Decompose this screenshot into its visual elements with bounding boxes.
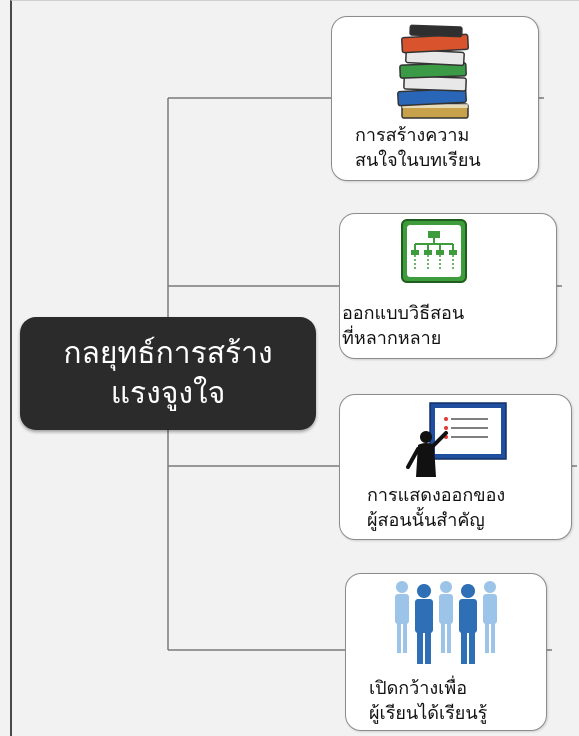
branch-4-line-1: เปิดกว้างเพื่อ	[369, 678, 467, 699]
branch-4-line-2: ผู้เรียนได้เรียนรู้	[369, 703, 488, 724]
root-title-line-2: แรงจูงใจ	[110, 375, 226, 411]
branch-1-line-2: สนใจในบทเรียน	[355, 150, 481, 171]
branch-1-line-1: การสร้างความ	[355, 125, 470, 146]
branch-node-4[interactable]: เปิดกว้างเพื่อ ผู้เรียนได้เรียนรู้	[345, 573, 547, 731]
books-icon	[397, 24, 470, 119]
branch-node-3[interactable]: การแสดงออกของ ผู้สอนนั้นสำคัญ	[339, 394, 572, 540]
branch-node-2[interactable]: ออกแบบวิธีสอน ที่หลากหลาย	[339, 213, 557, 359]
people-group-icon	[395, 581, 497, 664]
root-title-line-1: กลยุทธ์การสร้าง	[63, 335, 273, 371]
branch-label-3: การแสดงออกของ ผู้สอนนั้นสำคัญ	[367, 483, 505, 533]
branch-label-2: ออกแบบวิธีสอน ที่หลากหลาย	[342, 301, 464, 351]
branch-2-line-1: ออกแบบวิธีสอน	[342, 303, 465, 324]
branch-2-line-2: ที่หลากหลาย	[342, 328, 442, 349]
presenter-icon	[406, 402, 507, 477]
branch-3-line-2: ผู้สอนนั้นสำคัญ	[367, 510, 485, 531]
root-node[interactable]: กลยุทธ์การสร้าง แรงจูงใจ	[20, 317, 316, 430]
branch-3-line-1: การแสดงออกของ	[367, 485, 506, 506]
branch-label-1: การสร้างความ สนใจในบทเรียน	[355, 123, 481, 173]
org-chart-icon	[401, 219, 467, 283]
branch-label-4: เปิดกว้างเพื่อ ผู้เรียนได้เรียนรู้	[369, 676, 487, 726]
branch-node-1[interactable]: การสร้างความ สนใจในบทเรียน	[331, 16, 539, 181]
